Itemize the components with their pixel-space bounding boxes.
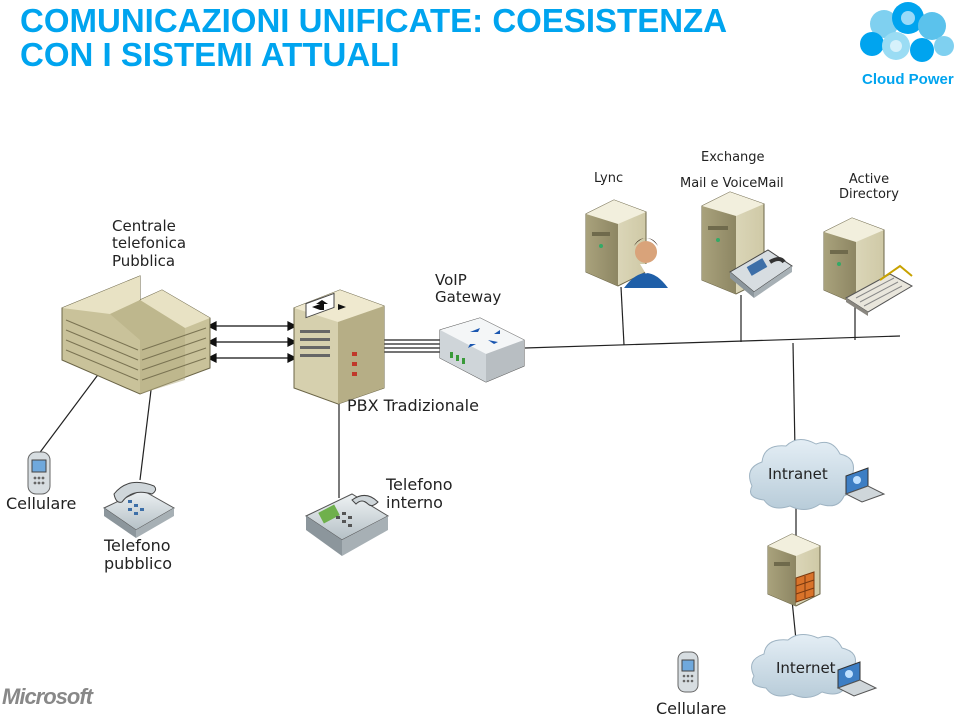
voip-gateway-icon — [439, 317, 525, 383]
firewall-server-icon — [767, 533, 821, 607]
label-mail-voicemail: Mail e VoiceMail — [680, 176, 784, 191]
trunk-arrows — [206, 321, 298, 363]
cloud-power-logo-icon — [860, 2, 954, 62]
label-voip-gateway: VoIP Gateway — [435, 271, 502, 307]
cloud-power-label: Cloud Power — [862, 71, 954, 88]
label-voip-line-1: VoIP — [435, 271, 467, 289]
label-directory: Directory — [839, 186, 899, 202]
label-telefono-pubblico-line-2: pubblico — [104, 554, 173, 574]
label-voip-line-2: Gateway — [435, 288, 502, 307]
fax-phone-icon — [729, 249, 793, 298]
slide-title-line-1: COMUNICAZIONI UNIFICATE: COESISTENZA — [20, 2, 728, 39]
public-phone-icon — [103, 481, 176, 538]
label-cellulare: Cellulare — [6, 494, 77, 513]
label-telefono-interno-line-2: interno — [386, 493, 443, 513]
label-telefono-interno: Telefono interno — [386, 475, 453, 513]
mobile-phone-icon — [27, 451, 51, 495]
slide-title: COMUNICAZIONI UNIFICATE: COESISTENZA CON… — [20, 4, 840, 72]
label-centrale-line-1: Centrale — [112, 217, 176, 235]
laptop-icon — [836, 661, 878, 697]
person-icon — [624, 238, 668, 288]
slide-title-line-2: CON I SISTEMI ATTUALI — [20, 36, 400, 73]
label-active: Active — [848, 172, 890, 187]
label-telefono-interno-line-1: Telefono — [386, 475, 453, 494]
connection-lines — [37, 286, 901, 641]
label-centrale-line-2: telefonica — [112, 234, 187, 253]
label-exchange: Exchange — [701, 150, 765, 165]
label-centrale-line-3: Pubblica — [112, 251, 176, 270]
label-pbx: PBX Tradizionale — [347, 396, 479, 415]
label-lync: Lync — [594, 171, 624, 186]
label-intranet: Intranet — [768, 465, 828, 483]
desk-phone-icon — [304, 493, 390, 556]
building-icon — [61, 275, 211, 395]
label-cellulare-bottom: Cellulare — [656, 699, 727, 718]
microsoft-logo: Microsoft — [2, 684, 93, 709]
label-internet: Internet — [776, 659, 836, 677]
label-active-directory: Active Directory — [832, 172, 906, 203]
label-centrale-telefonica-pubblica: Centrale telefonica Pubblica — [112, 217, 187, 270]
laptop-icon — [844, 467, 886, 503]
pbx-icon — [293, 289, 385, 405]
label-telefono-pubblico-line-1: Telefono — [104, 536, 171, 555]
lync-server-icon — [585, 199, 647, 287]
ad-server-icon — [823, 217, 885, 305]
keyboard-icon — [845, 264, 914, 316]
label-telefono-pubblico: Telefono pubblico — [104, 536, 173, 574]
mobile-phone-icon — [677, 651, 699, 693]
